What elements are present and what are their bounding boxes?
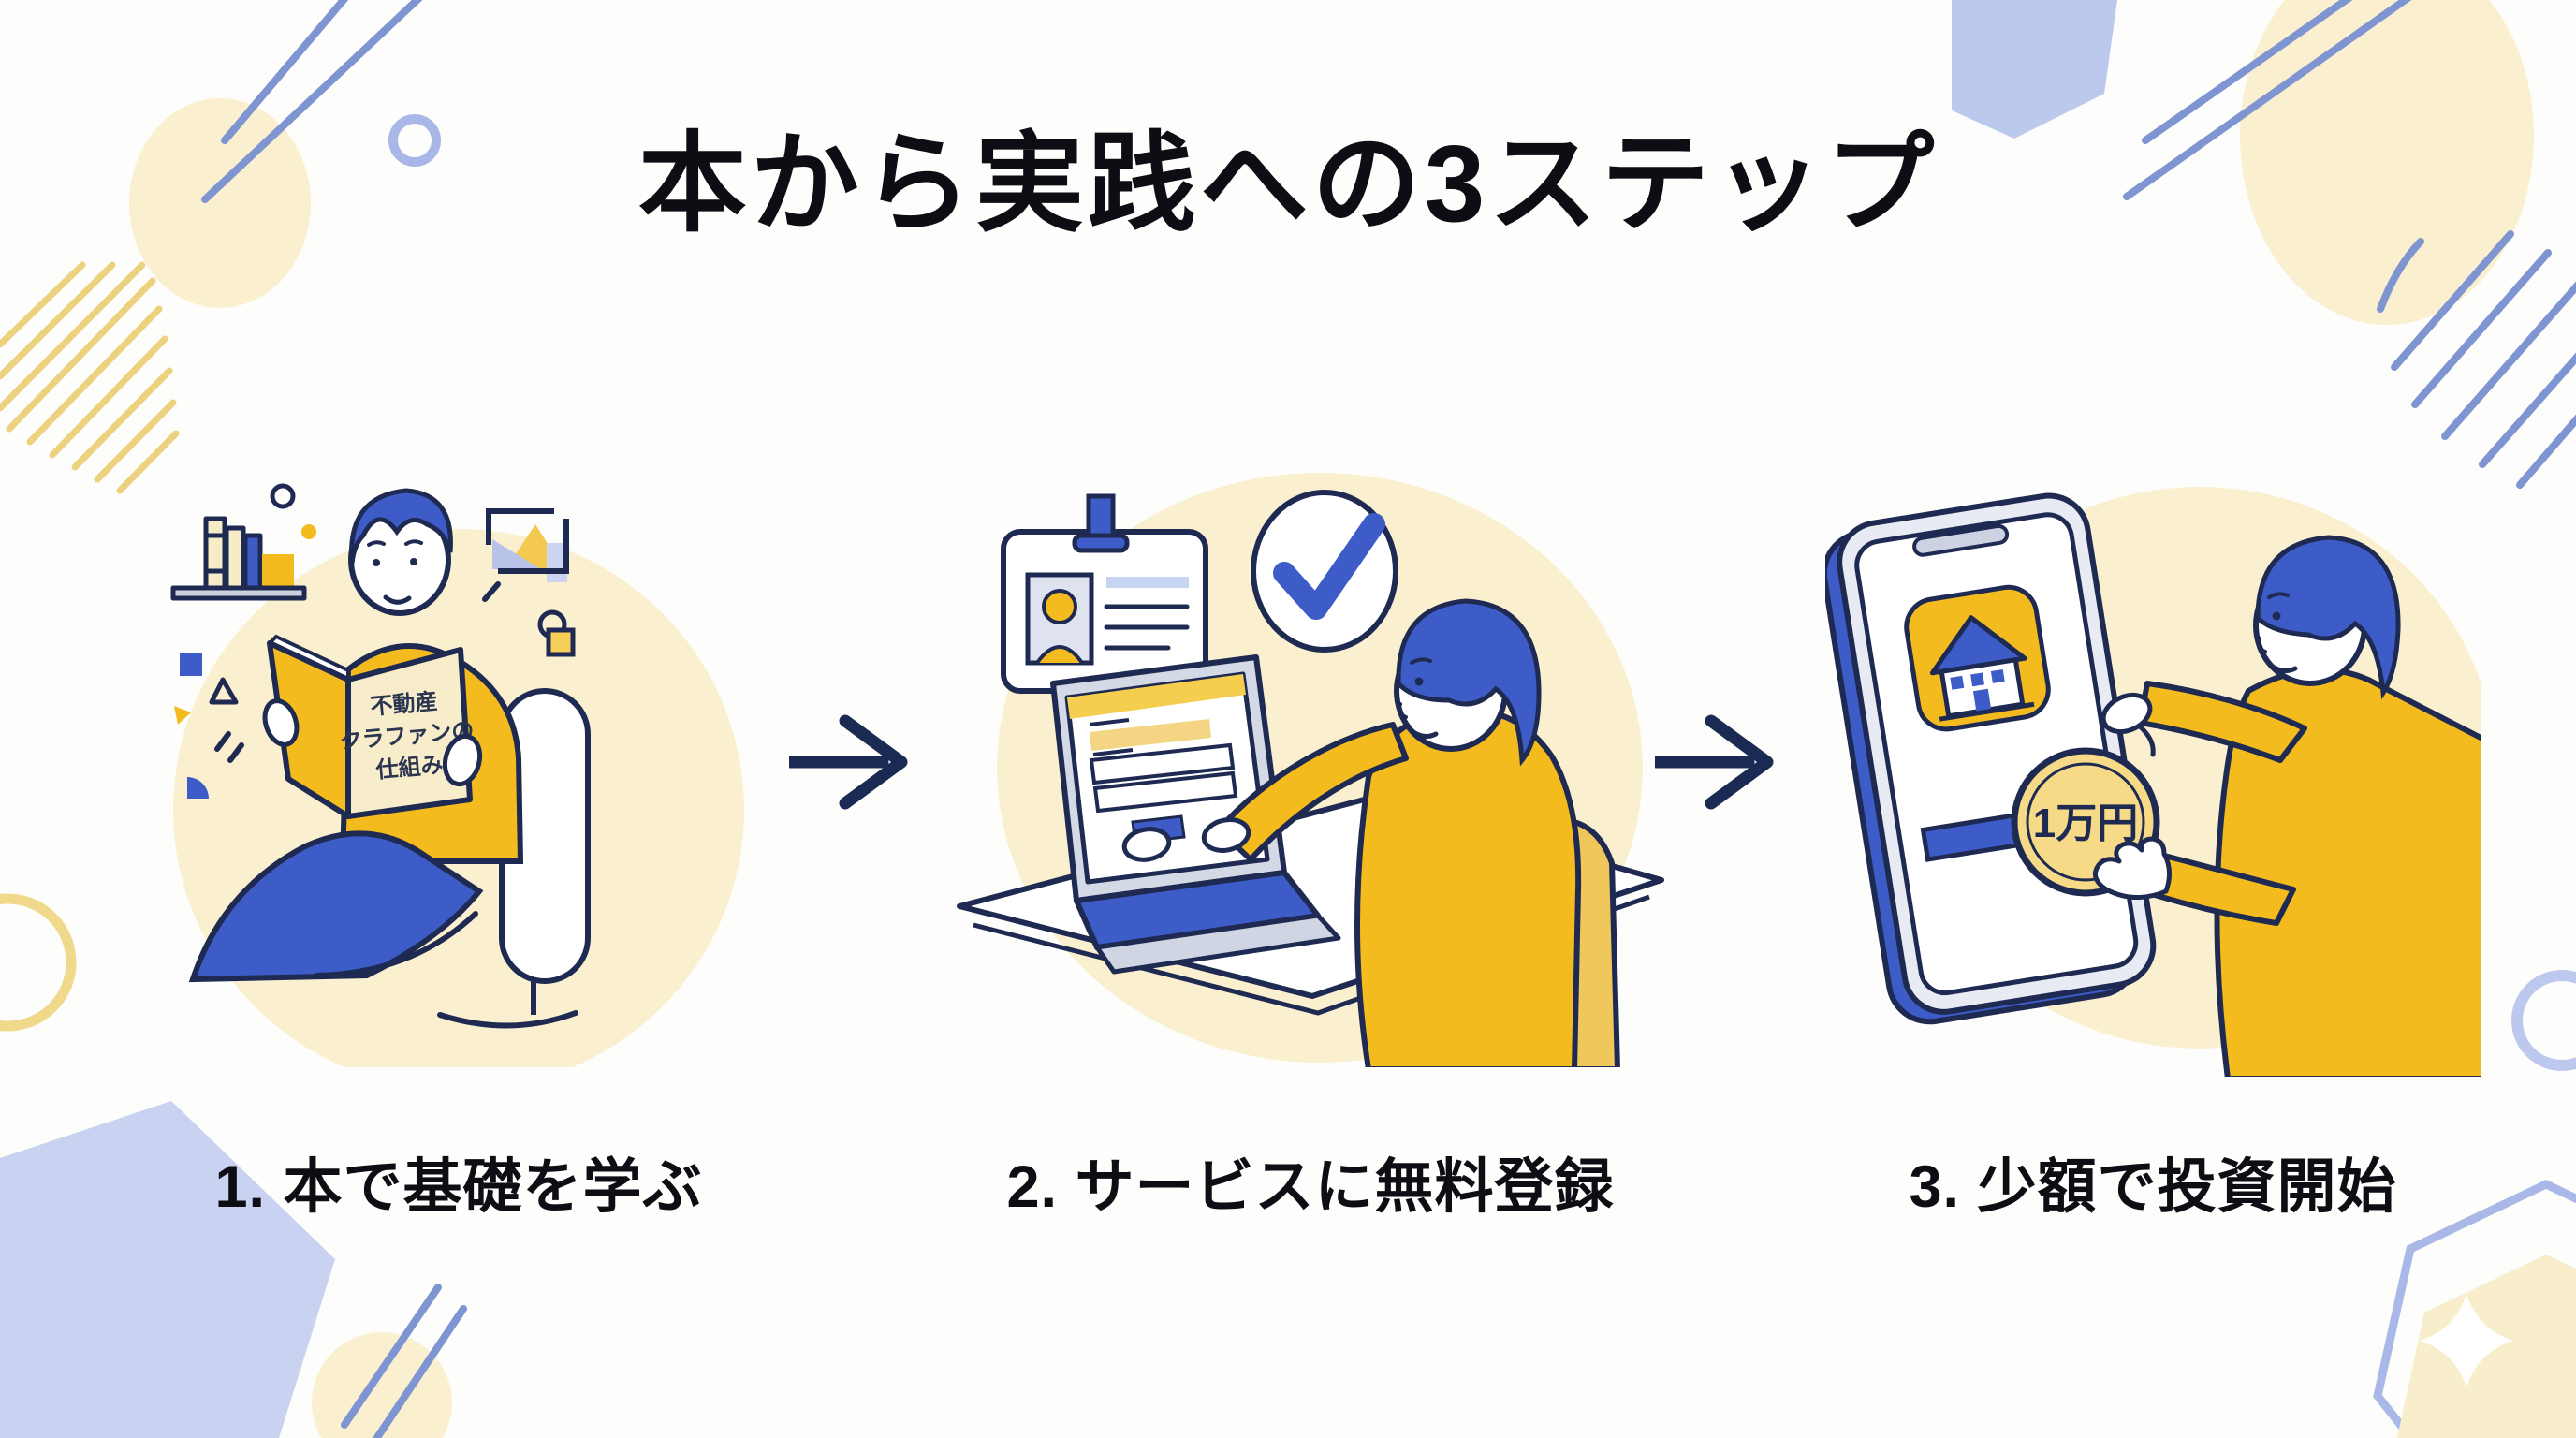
- cream-circle-top-left: [129, 98, 311, 308]
- checkmark-icon: [1251, 490, 1398, 653]
- sparkle-icon: [2420, 1294, 2513, 1387]
- man-typing: [1121, 598, 1582, 1067]
- hexagon-sparkle-bottom-right: [2373, 1180, 2576, 1438]
- diagonal-blue-lines-top-left: [201, 0, 423, 203]
- hands: [1121, 817, 1251, 862]
- cream-circle-top-right: [2240, 0, 2534, 325]
- face-features: [367, 539, 423, 605]
- book-title-line1: 不動産: [369, 688, 438, 720]
- man-investing: [2092, 535, 2481, 1077]
- illustration-step3-invest-phone: 1万円: [1825, 487, 2481, 1077]
- man-reading: 不動産 クラファンの 仕組み: [188, 488, 524, 983]
- step2-caption: 2. サービスに無料登録: [1006, 1153, 1615, 1220]
- yellow-dot-decor: [301, 524, 316, 539]
- right-arrow-icon: [789, 714, 908, 810]
- yellow-hatch-lines-left: [0, 261, 180, 494]
- sweater-arm-upper: [2137, 681, 2307, 763]
- hair: [1396, 598, 1542, 767]
- title-block: 本から実践への3ステップ: [0, 110, 2576, 257]
- triangle-outline-decor: [209, 677, 239, 705]
- page-title-text: 本から実践への3ステップ: [637, 123, 1939, 244]
- book-title-line3: 仕組み: [373, 752, 444, 784]
- yellow-ring-bottom-left: [0, 893, 77, 1032]
- dash-decor: [482, 581, 501, 602]
- blue-quarter-decor: [187, 777, 209, 799]
- periwinkle-ring-bottom-right: [2511, 970, 2576, 1071]
- slash-decor: [214, 731, 244, 763]
- leg-line: [314, 911, 478, 978]
- hair: [348, 488, 453, 565]
- illustration-step1-man-reading-book: 不動産 クラファンの 仕組み: [170, 483, 744, 1067]
- periwinkle-pentagon-bottom-left: [0, 1101, 335, 1438]
- house-app-icon: [1904, 584, 2051, 732]
- illustration-step2-register-laptop: [957, 473, 1664, 1067]
- step1-caption: 1. 本で基礎を学ぶ: [214, 1153, 703, 1220]
- hands: [262, 698, 483, 787]
- hand-holding-coin: [2100, 692, 2156, 757]
- blue-ring-top-left: [388, 114, 441, 167]
- hair: [2255, 535, 2401, 700]
- hand-palm-up: [2092, 836, 2172, 901]
- bookshelf-icon: [170, 516, 307, 601]
- periwinkle-corner-top-right: [1952, 0, 2117, 139]
- cream-circle-bottom-left: [312, 1332, 452, 1438]
- circle-square-decor: [537, 609, 576, 657]
- coin-amount: 1万円: [2033, 800, 2138, 846]
- blue-lines-bottom-left: [341, 1284, 467, 1438]
- face-features: [1397, 657, 1439, 740]
- page-title: 本から実践への3ステップ: [622, 110, 1954, 257]
- pants: [188, 830, 484, 983]
- blue-square-decor: [180, 653, 202, 676]
- diagonal-blue-lines-top-right: [2123, 0, 2412, 200]
- picture-frame-icon: [486, 508, 569, 582]
- step3-caption: 3. 少額で投資開始: [1909, 1153, 2397, 1220]
- phone-notch: [1912, 523, 2010, 557]
- form-icon: [1067, 674, 1246, 844]
- face-features: [2256, 592, 2298, 674]
- yellow-triangle-decor: [174, 706, 191, 725]
- circle-outline-decor: [270, 483, 296, 509]
- right-arrow-icon: [1655, 714, 1774, 810]
- blue-hatch-lines-right: [2377, 230, 2576, 489]
